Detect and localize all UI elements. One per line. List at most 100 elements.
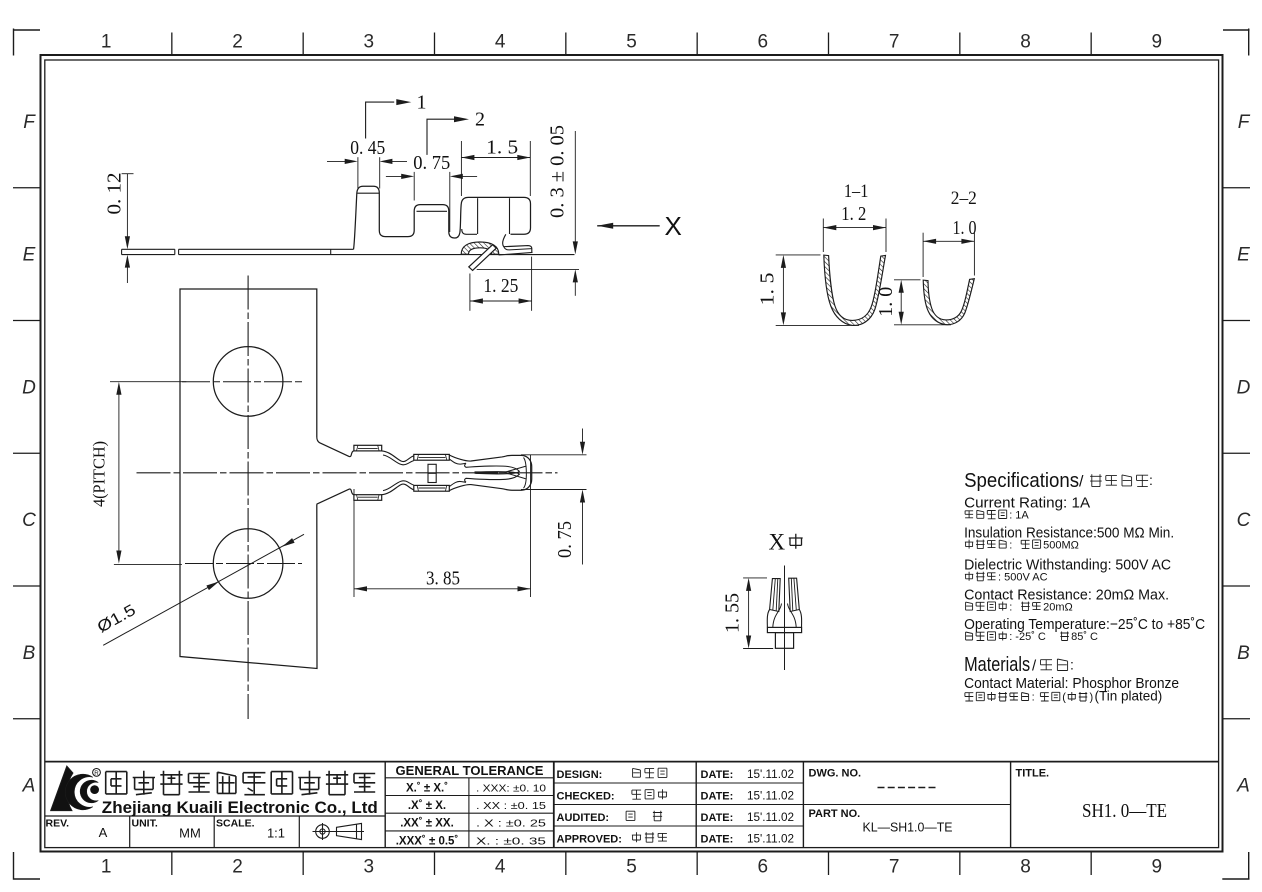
svg-text:DESIGN:: DESIGN:	[557, 769, 603, 781]
svg-text:A: A	[1236, 776, 1250, 797]
svg-text:/: /	[1032, 658, 1037, 675]
svg-text::: :	[1149, 472, 1153, 488]
svg-text:15'.11.02: 15'.11.02	[747, 788, 794, 802]
svg-text:. X : ±0. 25: . X : ±0. 25	[476, 818, 546, 830]
svg-text:5: 5	[626, 857, 637, 878]
svg-text:Operating Temperature:−25˚C: Operating Temperature:−25˚C to +85˚C	[964, 616, 1205, 633]
svg-text:4: 4	[495, 32, 506, 53]
svg-text:MM: MM	[179, 826, 201, 841]
svg-text:DATE:: DATE:	[701, 769, 734, 781]
svg-text:CHECKED:: CHECKED:	[557, 790, 615, 802]
svg-text:15'.11.02: 15'.11.02	[747, 767, 794, 781]
svg-text:1: 1	[101, 32, 112, 53]
svg-text:F: F	[23, 112, 36, 133]
svg-text:20mΩ: 20mΩ	[1043, 601, 1073, 613]
svg-text:: 1A: : 1A	[1009, 510, 1029, 522]
svg-text:REV.: REV.	[46, 818, 70, 830]
svg-text:TITLE.: TITLE.	[1016, 767, 1050, 779]
svg-text:1: 1	[101, 857, 112, 878]
svg-text:SH1. 0—TE: SH1. 0—TE	[1082, 800, 1167, 822]
svg-text:2: 2	[232, 857, 243, 878]
svg-text:0. 75: 0. 75	[555, 521, 576, 558]
svg-text:0. 45: 0. 45	[350, 138, 385, 159]
svg-text:Zhejiang Kuaili Electronic: Zhejiang Kuaili Electronic Co., Ltd	[102, 799, 378, 817]
svg-text:A: A	[99, 825, 108, 840]
svg-text:DATE:: DATE:	[701, 833, 734, 845]
svg-text:6: 6	[758, 857, 769, 878]
svg-text:C: C	[22, 510, 36, 531]
svg-text:(: (	[1062, 692, 1066, 704]
svg-text:9: 9	[1152, 32, 1163, 53]
svg-text:1. 55: 1. 55	[723, 593, 744, 633]
svg-text:6: 6	[758, 32, 769, 53]
svg-text:Specifications: Specifications	[964, 469, 1079, 492]
svg-text:AUDITED:: AUDITED:	[557, 812, 610, 824]
svg-text:1. 5: 1. 5	[758, 273, 779, 306]
svg-text:.X˚ ± X.: .X˚ ± X.	[408, 800, 446, 812]
svg-text:. XX : ±0. 15: . XX : ±0. 15	[476, 800, 546, 812]
svg-text:7: 7	[889, 32, 900, 53]
svg-text:X.˚ ± X.˚: X.˚ ± X.˚	[406, 782, 448, 794]
svg-text:X: X	[769, 530, 786, 555]
svg-text:500MΩ: 500MΩ	[1043, 539, 1079, 551]
svg-text:B: B	[23, 643, 36, 664]
svg-text:0. 3 ± 0. 05: 0. 3 ± 0. 05	[548, 125, 569, 218]
svg-text:R: R	[94, 770, 99, 777]
svg-text:0. 75: 0. 75	[413, 153, 450, 174]
svg-text:.XXX˚ ± 0.5˚: .XXX˚ ± 0.5˚	[396, 835, 459, 847]
svg-text:8: 8	[1020, 32, 1031, 53]
svg-text:: 500V AC: : 500V AC	[998, 572, 1048, 584]
svg-text:F: F	[1238, 112, 1251, 133]
svg-text:Contact Material: Phosphor: Contact Material: Phosphor Bronze	[964, 675, 1179, 692]
svg-text:DATE:: DATE:	[701, 790, 734, 802]
svg-text:PART NO.: PART NO.	[809, 808, 861, 820]
svg-text:DATE:: DATE:	[701, 812, 734, 824]
svg-text:Contact Resistance: 20mΩ: Contact Resistance: 20mΩ Max.	[964, 586, 1169, 603]
svg-text:.XX˚ ± XX.: .XX˚ ± XX.	[400, 818, 454, 830]
svg-text:5: 5	[626, 32, 637, 53]
svg-text:1–1: 1–1	[844, 181, 869, 202]
svg-text:Insulation Resistance:500 MΩ: Insulation Resistance:500 MΩ Min.	[964, 524, 1174, 541]
svg-text:9: 9	[1152, 857, 1163, 878]
svg-text:15'.11.02: 15'.11.02	[747, 810, 794, 824]
svg-text:2: 2	[232, 32, 243, 53]
svg-text:4(PITCH): 4(PITCH)	[90, 441, 109, 507]
svg-text:1: 1	[417, 92, 427, 114]
svg-text:Current Rating: 1A: Current Rating: 1A	[964, 495, 1090, 512]
svg-text:/: /	[1079, 474, 1084, 491]
svg-text:C: C	[1237, 510, 1251, 531]
svg-text:: -25˚ C: : -25˚ C	[1009, 631, 1046, 643]
svg-text:X. : ±0. 35: X. : ±0. 35	[476, 835, 546, 847]
svg-text::: :	[1070, 657, 1074, 673]
svg-text:Materials: Materials	[964, 653, 1030, 676]
svg-text:3: 3	[364, 32, 375, 53]
svg-text:SCALE.: SCALE.	[216, 818, 255, 830]
svg-text:0. 12: 0. 12	[105, 173, 126, 215]
svg-text:): )	[1090, 692, 1094, 704]
svg-text::: :	[1009, 539, 1012, 551]
svg-text::: :	[1032, 692, 1035, 704]
svg-text:DWG. NO.: DWG. NO.	[809, 767, 862, 779]
svg-text:4: 4	[495, 857, 506, 878]
svg-text:7: 7	[889, 857, 900, 878]
svg-text:X: X	[665, 211, 682, 241]
svg-text:UNIT.: UNIT.	[132, 818, 158, 830]
svg-text:KL—SH1.0—TE: KL—SH1.0—TE	[863, 820, 953, 835]
svg-text:1. 0: 1. 0	[953, 218, 977, 239]
svg-text:. XXX: ±0. 10: . XXX: ±0. 10	[476, 782, 546, 794]
svg-text:2: 2	[475, 109, 485, 131]
svg-text:1:1: 1:1	[267, 826, 285, 841]
svg-text:APPROVED:: APPROVED:	[557, 833, 622, 845]
svg-text:1. 0: 1. 0	[876, 287, 897, 317]
svg-text:(Tin plated): (Tin plated)	[1095, 689, 1163, 704]
svg-text:1. 2: 1. 2	[841, 204, 866, 225]
svg-text:85˚ C: 85˚ C	[1071, 631, 1098, 643]
svg-text:2–2: 2–2	[951, 188, 977, 209]
svg-text:E: E	[23, 245, 36, 266]
svg-text:GENERAL TOLERANCE: GENERAL TOLERANCE	[396, 764, 544, 778]
svg-text:1. 5: 1. 5	[486, 138, 518, 159]
svg-text:B: B	[1237, 643, 1250, 664]
svg-text:1. 25: 1. 25	[483, 276, 518, 297]
svg-text:D: D	[22, 377, 36, 398]
svg-text::: :	[1009, 601, 1012, 613]
